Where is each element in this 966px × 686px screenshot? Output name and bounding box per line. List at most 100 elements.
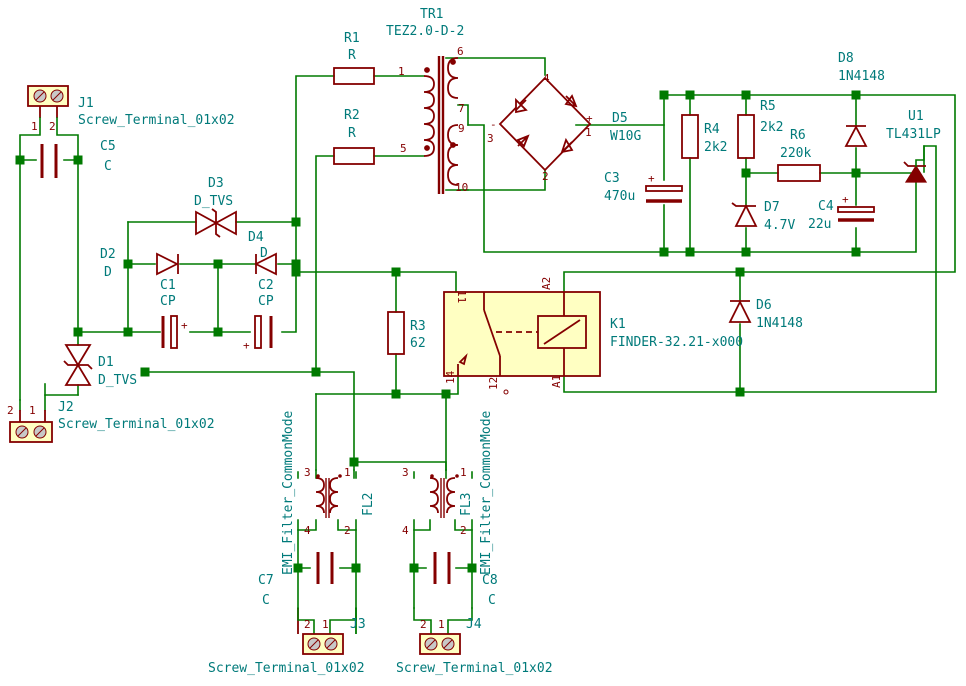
k1-value: FINDER-32.21-x000 [610, 335, 743, 350]
j2-ref: J2 [58, 400, 74, 415]
d6-ref: D6 [756, 298, 772, 313]
k1-pin-12: 12 [487, 377, 500, 390]
fl2-pin-3: 3 [304, 466, 311, 479]
fl3-emi-filter: 3 1 4 2 FL3 EMI_Filter_CommonMode [402, 410, 494, 575]
d2-diode: D2 D [100, 247, 180, 280]
d5-minus: - [490, 118, 497, 131]
d5-bridge-rectifier: 4 3 1 2 + - D5 W10G [487, 72, 641, 183]
d1-ref: D1 [98, 355, 114, 370]
r2-value: R [348, 126, 356, 141]
fl3-pin-4: 4 [402, 524, 409, 537]
j1-ref: J1 [78, 96, 94, 111]
u1-ref: U1 [908, 109, 924, 124]
d3-tvs-diode: D3 D_TVS [194, 176, 237, 238]
j1-pin-1: 1 [31, 120, 38, 133]
c7-ref: C7 [258, 573, 274, 588]
c1-value: CP [160, 294, 176, 309]
fl3-value: EMI_Filter_CommonMode [479, 410, 494, 575]
d4-value: D [260, 246, 268, 261]
r6-resistor: R6 220k [777, 128, 821, 182]
d4-ref: D4 [248, 230, 264, 245]
d2-value: D [104, 265, 112, 280]
r2-ref: R2 [344, 108, 360, 123]
tr1-pin-7: 7 [458, 102, 465, 115]
d5-pin-4: 4 [543, 72, 550, 85]
d5-ref: D5 [612, 111, 628, 126]
fl2-pin-4: 4 [304, 524, 311, 537]
tr1-pin-10: 10 [455, 181, 468, 194]
fl2-pin-1: 1 [344, 466, 351, 479]
c1-capacitor: + C1 CP [160, 278, 188, 349]
k1-pin-a2: A2 [540, 277, 553, 290]
c4-capacitor: + C4 22u [808, 193, 875, 232]
c2-capacitor: + C2 CP [243, 278, 274, 352]
d7-zener-diode: D7 4.7V [731, 200, 795, 233]
k1-ref: K1 [610, 317, 626, 332]
c8-value: C [488, 593, 496, 608]
d3-ref: D3 [208, 176, 224, 191]
r5-value: 2k2 [760, 120, 783, 135]
c3-ref: C3 [604, 171, 620, 186]
d7-ref: D7 [764, 200, 780, 215]
j3-screw-terminal: 2 1 J3 Screw_Terminal_01x02 [208, 607, 366, 676]
c1-plus: + [181, 319, 188, 332]
r4-value: 2k2 [704, 140, 727, 155]
junctions [15, 90, 861, 573]
j2-value: Screw_Terminal_01x02 [58, 417, 215, 432]
d1-value: D_TVS [98, 373, 137, 388]
c7-value: C [262, 593, 270, 608]
d2-ref: D2 [100, 247, 116, 262]
k1-pin-a1: A1 [550, 375, 563, 388]
d6-diode: D6 1N4148 [728, 298, 803, 331]
d6-value: 1N4148 [756, 316, 803, 331]
d3-value: D_TVS [194, 194, 233, 209]
d8-value: 1N4148 [838, 69, 885, 84]
u1-shunt-regulator: U1 TL431LP [886, 109, 941, 183]
k1-pin-11: 11 [455, 290, 468, 303]
c5-value: C [104, 159, 112, 174]
fl2-value: EMI_Filter_CommonMode [281, 410, 296, 575]
c5-capacitor: C5 C [40, 139, 116, 178]
u1-value: TL431LP [886, 127, 941, 142]
c3-plus: + [648, 172, 655, 185]
j1-pin-2: 2 [49, 120, 56, 133]
fl2-pin-2: 2 [344, 524, 351, 537]
c4-plus: + [842, 193, 849, 206]
j3-ref: J3 [350, 617, 366, 632]
c1-ref: C1 [160, 278, 176, 293]
d8-diode: D8 1N4148 [838, 51, 885, 147]
j2-pin-2: 2 [7, 404, 14, 417]
j4-pin-2: 2 [420, 618, 427, 631]
fl2-ref: FL2 [361, 493, 376, 516]
r3-value: 62 [410, 336, 426, 351]
d8-ref: D8 [838, 51, 854, 66]
c4-value: 22u [808, 217, 831, 232]
c5-ref: C5 [100, 139, 116, 154]
wires [19, 57, 956, 609]
tr1-pin-9: 9 [458, 122, 465, 135]
c3-capacitor: + C3 470u [604, 171, 683, 204]
k1-relay: 11 A2 14 12 A1 K1 FINDER-32.21-x000 [443, 277, 743, 395]
j3-pin-2: 2 [304, 618, 311, 631]
k1-pin-14: 14 [444, 370, 457, 384]
r4-resistor: R4 2k2 [681, 114, 727, 159]
j2-pin-1: 1 [29, 404, 36, 417]
j4-pin-1: 1 [438, 618, 445, 631]
j4-ref: J4 [466, 617, 482, 632]
j3-value: Screw_Terminal_01x02 [208, 661, 365, 676]
tr1-transformer: 1 5 6 7 9 10 TR1 TEZ2.0-D-2 [386, 7, 469, 194]
c8-capacitor: C8 C [433, 552, 498, 608]
j3-pin-1: 1 [322, 618, 329, 631]
fl3-ref: FL3 [459, 493, 474, 516]
r1-ref: R1 [344, 31, 360, 46]
c2-ref: C2 [258, 278, 274, 293]
r5-ref: R5 [760, 99, 776, 114]
j2-screw-terminal: 2 1 J2 Screw_Terminal_01x02 [7, 400, 215, 443]
fl3-pin-1: 1 [460, 466, 467, 479]
j1-screw-terminal: 1 2 J1 Screw_Terminal_01x02 [19, 85, 235, 161]
tr1-value: TEZ2.0-D-2 [386, 24, 464, 39]
d1-tvs-diode: D1 D_TVS [63, 344, 137, 388]
c3-value: 470u [604, 189, 635, 204]
d5-pin-2: 2 [542, 170, 549, 183]
